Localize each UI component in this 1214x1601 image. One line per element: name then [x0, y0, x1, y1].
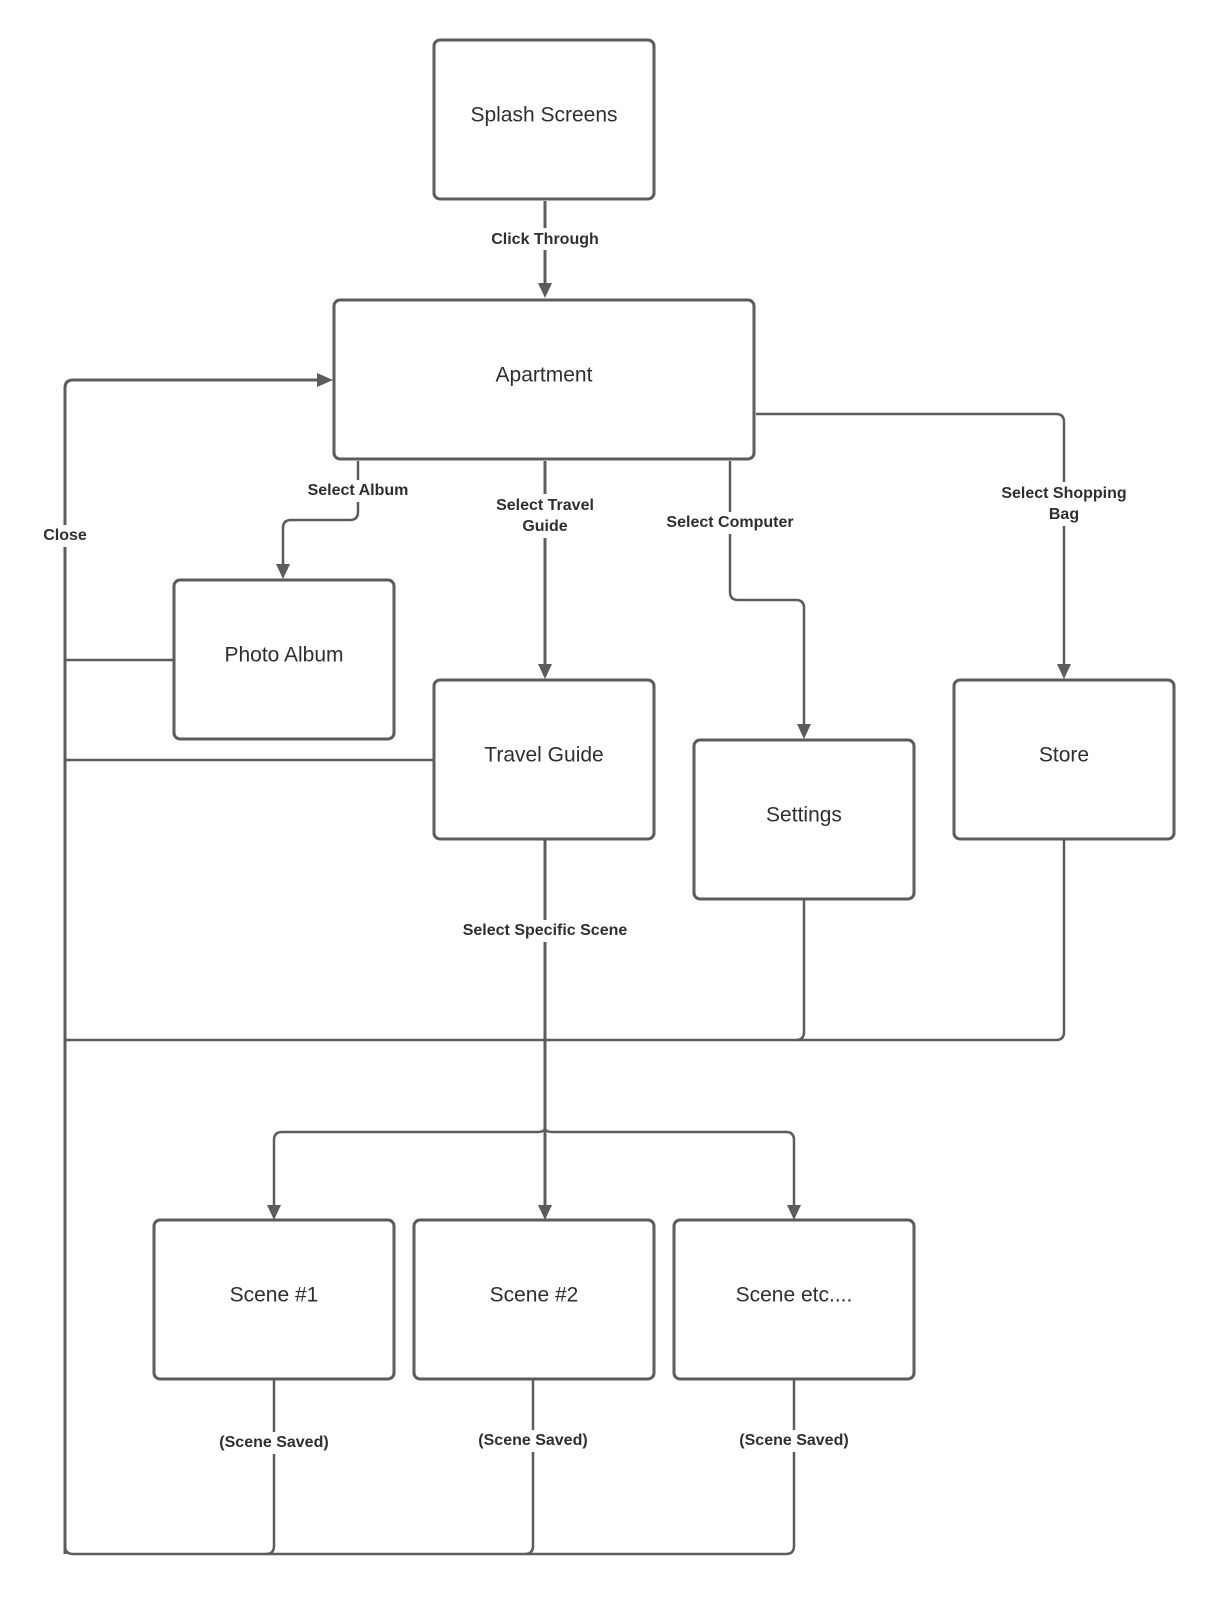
node-label: Scene #2: [490, 1284, 579, 1307]
arrowhead-icon: [267, 1205, 281, 1220]
edge-label-select-shopping-bag-line1: Select Shopping: [1001, 485, 1126, 502]
edge-label-select-album: Select Album: [308, 482, 409, 499]
edge-label-close: Close: [43, 527, 87, 544]
node-travel-guide[interactable]: Travel Guide: [432, 678, 656, 841]
node-label: Scene #1: [230, 1284, 319, 1307]
arrowhead-icon: [538, 664, 552, 679]
edge-scene-branch-left: [272, 1127, 547, 1206]
node-label: Apartment: [496, 364, 593, 387]
edges: [63, 201, 1071, 1556]
arrowhead-icon: [276, 564, 290, 579]
node-store[interactable]: Store: [952, 678, 1176, 841]
edge-label-click-through: Click Through: [491, 231, 599, 248]
edge-select-album: [281, 461, 360, 565]
node-scene-2[interactable]: Scene #2: [412, 1218, 656, 1381]
edge-label-select-shopping-bag-line2: Bag: [1049, 506, 1079, 523]
node-scene-etc[interactable]: Scene etc....: [672, 1218, 916, 1381]
edge-close: [63, 378, 318, 1554]
edge-scene-branch-right: [543, 1127, 796, 1206]
node-label: Scene etc....: [736, 1284, 853, 1307]
node-label: Splash Screens: [470, 104, 617, 127]
edge-store-close: [796, 840, 1066, 1042]
arrowhead-icon: [1057, 664, 1071, 679]
edge-label-select-specific-scene: Select Specific Scene: [463, 922, 628, 939]
edge-settings-close: [65, 900, 806, 1042]
edge-scene-saved-2: [266, 1380, 535, 1556]
edge-label-scene-saved-1: (Scene Saved): [219, 1434, 328, 1451]
edge-scene-saved-1: [63, 1380, 276, 1556]
node-label: Photo Album: [224, 644, 343, 667]
edge-label-select-travel-guide-line1: Select Travel: [496, 497, 594, 514]
edge-labels: Click Through Select Album Select Travel…: [36, 228, 1140, 1454]
node-label: Travel Guide: [484, 744, 603, 767]
node-photo-album[interactable]: Photo Album: [172, 578, 396, 741]
node-splash-screens[interactable]: Splash Screens: [432, 38, 656, 201]
edge-scene-saved-3: [525, 1380, 796, 1556]
arrowhead-icon: [538, 1205, 552, 1220]
edge-label-select-computer: Select Computer: [666, 514, 793, 531]
arrowhead-icon: [787, 1205, 801, 1220]
node-scene-1[interactable]: Scene #1: [152, 1218, 396, 1381]
edge-select-shopping-bag: [756, 412, 1066, 665]
node-label: Store: [1039, 744, 1089, 767]
edge-label-scene-saved-3: (Scene Saved): [739, 1432, 848, 1449]
node-label: Settings: [766, 804, 842, 827]
edge-label-scene-saved-2: (Scene Saved): [478, 1432, 587, 1449]
arrowhead-icon: [538, 283, 552, 298]
node-settings[interactable]: Settings: [692, 738, 916, 901]
arrowhead-icon: [797, 724, 811, 739]
edge-select-computer: [728, 461, 806, 725]
node-apartment[interactable]: Apartment: [332, 298, 756, 461]
arrowhead-icon: [317, 373, 333, 387]
edge-label-select-travel-guide-line2: Guide: [522, 518, 567, 535]
